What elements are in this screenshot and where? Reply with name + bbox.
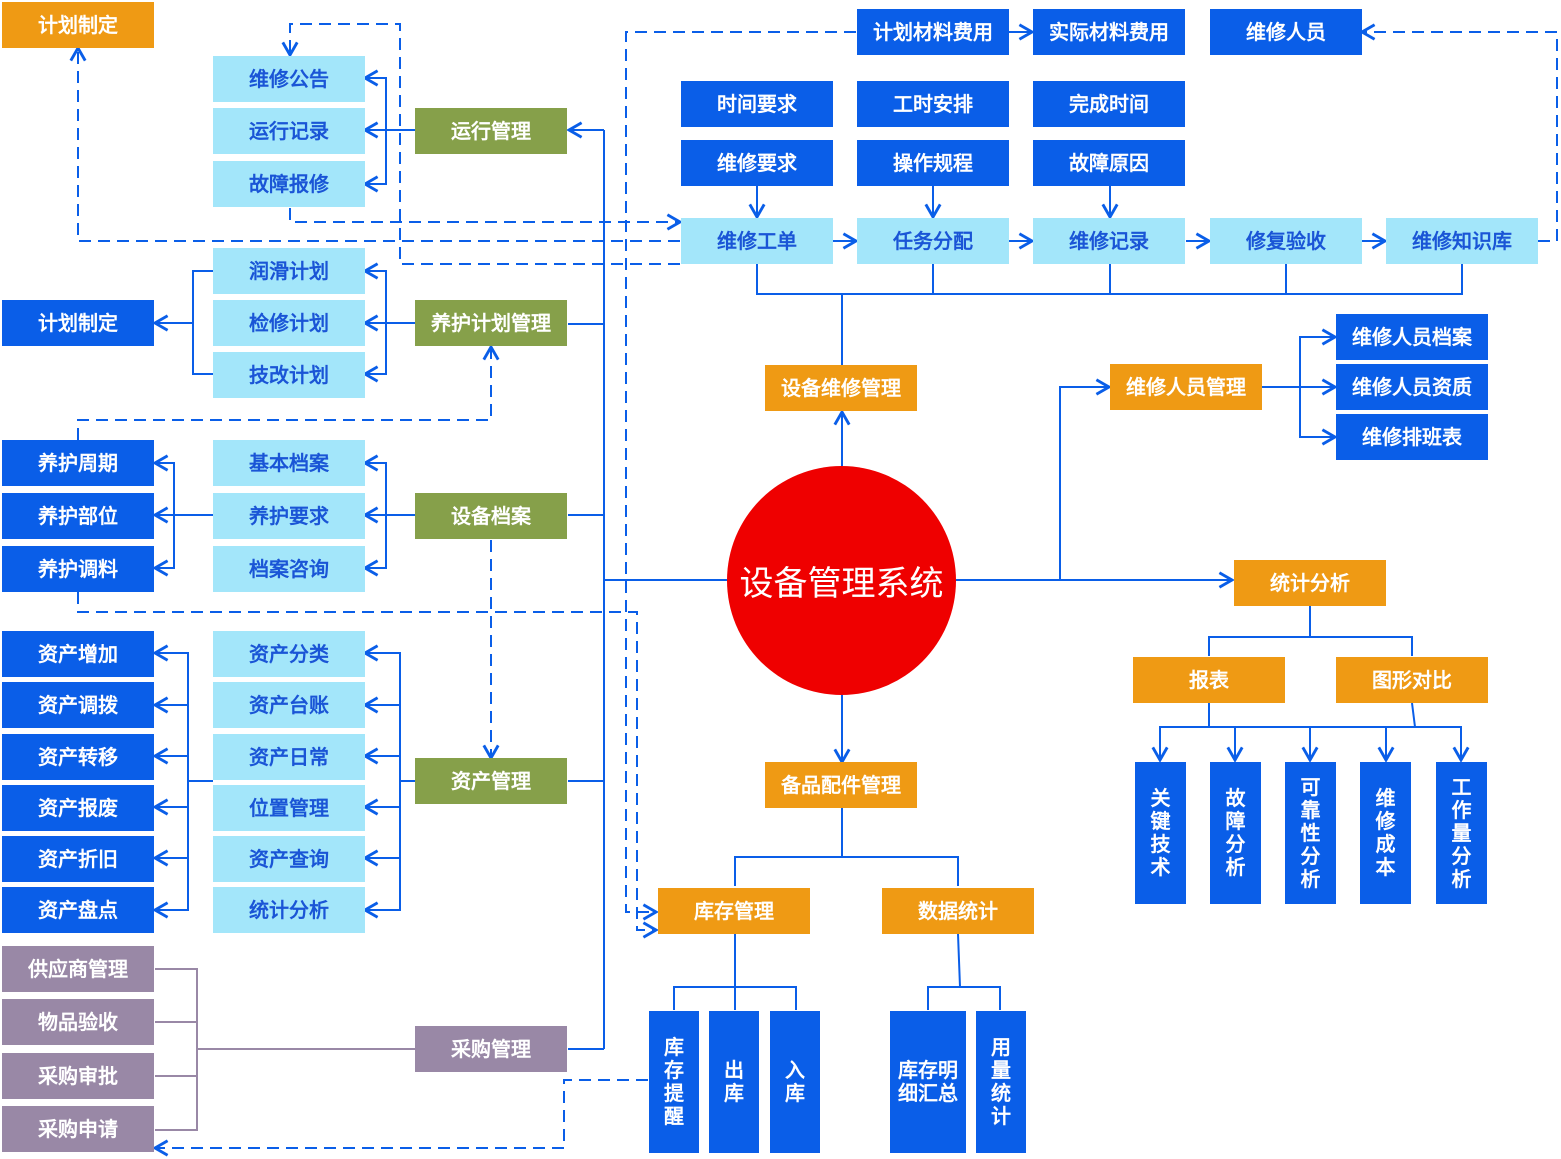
req-finish[interactable]: 完成时间 bbox=[1033, 81, 1185, 127]
asset-item-daily[interactable]: 资产日常 bbox=[213, 734, 365, 780]
asset-left-scrap[interactable]: 资产报废 bbox=[2, 785, 154, 831]
req-repair[interactable]: 维修要求 bbox=[681, 140, 833, 186]
repair-mgmt-node[interactable]: 设备维修管理 bbox=[765, 365, 917, 411]
asset-left-alloc[interactable]: 资产调拨 bbox=[2, 682, 154, 728]
asset-left-count[interactable]: 资产盘点 bbox=[2, 887, 154, 933]
flow-knowledge[interactable]: 维修知识库 bbox=[1386, 218, 1538, 264]
asset-item-location[interactable]: 位置管理 bbox=[213, 785, 365, 831]
asset-item-class[interactable]: 资产分类 bbox=[213, 631, 365, 677]
flow-assign[interactable]: 任务分配 bbox=[857, 218, 1009, 264]
staff-qualification[interactable]: 维修人员资质 bbox=[1336, 364, 1488, 410]
stats-leaf-workload[interactable]: 工作量分析 bbox=[1436, 762, 1487, 904]
data-leaf-detail[interactable]: 库存明细汇总 bbox=[890, 1011, 966, 1153]
purchase-left-approve[interactable]: 采购审批 bbox=[2, 1053, 154, 1099]
flow-workorder[interactable]: 维修工单 bbox=[681, 218, 833, 264]
run-item-notice[interactable]: 维修公告 bbox=[213, 56, 365, 102]
stats-leaf-keytech[interactable]: 关键技术 bbox=[1135, 762, 1186, 904]
inv-leaf-out[interactable]: 出库 bbox=[709, 1011, 759, 1153]
run-mgmt-node[interactable]: 运行管理 bbox=[415, 108, 567, 154]
archive-item-require[interactable]: 养护要求 bbox=[213, 493, 365, 539]
stats-compare[interactable]: 图形对比 bbox=[1336, 657, 1488, 703]
archive-left-material[interactable]: 养护调料 bbox=[2, 546, 154, 592]
inv-leaf-remind[interactable]: 库存提醒 bbox=[649, 1011, 699, 1153]
stats-node[interactable]: 统计分析 bbox=[1234, 560, 1386, 606]
run-item-record[interactable]: 运行记录 bbox=[213, 108, 365, 154]
asset-item-stats[interactable]: 统计分析 bbox=[213, 887, 365, 933]
asset-item-query[interactable]: 资产查询 bbox=[213, 836, 365, 882]
inventory-node[interactable]: 库存管理 bbox=[658, 888, 810, 934]
run-item-fault[interactable]: 故障报修 bbox=[213, 161, 365, 207]
archive-left-cycle[interactable]: 养护周期 bbox=[2, 440, 154, 486]
purchase-left-supplier[interactable]: 供应商管理 bbox=[2, 946, 154, 992]
purchase-left-apply[interactable]: 采购申请 bbox=[2, 1106, 154, 1152]
asset-left-transfer[interactable]: 资产转移 bbox=[2, 734, 154, 780]
asset-node[interactable]: 资产管理 bbox=[415, 758, 567, 804]
req-cause[interactable]: 故障原因 bbox=[1033, 140, 1185, 186]
stats-leaf-cost[interactable]: 维修成本 bbox=[1360, 762, 1411, 904]
archive-left-part[interactable]: 养护部位 bbox=[2, 493, 154, 539]
maint-plan-node[interactable]: 养护计划管理 bbox=[415, 300, 567, 346]
req-time[interactable]: 时间要求 bbox=[681, 81, 833, 127]
staff-mgmt-node[interactable]: 维修人员管理 bbox=[1110, 364, 1262, 410]
maint-item-lube[interactable]: 润滑计划 bbox=[213, 248, 365, 294]
stats-report[interactable]: 报表 bbox=[1133, 657, 1285, 703]
purchase-node[interactable]: 采购管理 bbox=[415, 1026, 567, 1072]
flow-record[interactable]: 维修记录 bbox=[1033, 218, 1185, 264]
maint-item-tech[interactable]: 技改计划 bbox=[213, 352, 365, 398]
repair-staff[interactable]: 维修人员 bbox=[1210, 9, 1362, 55]
maint-item-overhaul[interactable]: 检修计划 bbox=[213, 300, 365, 346]
spare-mgmt-node[interactable]: 备品配件管理 bbox=[765, 762, 917, 808]
cost-actual[interactable]: 实际材料费用 bbox=[1033, 9, 1185, 55]
plan-make-top[interactable]: 计划制定 bbox=[2, 2, 154, 48]
stats-leaf-fault[interactable]: 故障分析 bbox=[1210, 762, 1261, 904]
staff-archive[interactable]: 维修人员档案 bbox=[1336, 314, 1488, 360]
staff-schedule[interactable]: 维修排班表 bbox=[1336, 414, 1488, 460]
cost-planned[interactable]: 计划材料费用 bbox=[857, 9, 1009, 55]
asset-left-add[interactable]: 资产增加 bbox=[2, 631, 154, 677]
req-procedure[interactable]: 操作规程 bbox=[857, 140, 1009, 186]
archive-item-basic[interactable]: 基本档案 bbox=[213, 440, 365, 486]
flow-accept[interactable]: 修复验收 bbox=[1210, 218, 1362, 264]
plan-make-left[interactable]: 计划制定 bbox=[2, 300, 154, 346]
center-system[interactable]: 设备管理系统 bbox=[727, 466, 956, 695]
archive-node[interactable]: 设备档案 bbox=[415, 493, 567, 539]
archive-item-consult[interactable]: 档案咨询 bbox=[213, 546, 365, 592]
inv-leaf-in[interactable]: 入库 bbox=[770, 1011, 820, 1153]
asset-left-depr[interactable]: 资产折旧 bbox=[2, 836, 154, 882]
purchase-left-accept[interactable]: 物品验收 bbox=[2, 999, 154, 1045]
data-leaf-usage[interactable]: 用量统计 bbox=[976, 1011, 1026, 1153]
req-hours[interactable]: 工时安排 bbox=[857, 81, 1009, 127]
stats-leaf-reliability[interactable]: 可靠性分析 bbox=[1285, 762, 1336, 904]
asset-item-ledger[interactable]: 资产台账 bbox=[213, 682, 365, 728]
datastats-node[interactable]: 数据统计 bbox=[882, 888, 1034, 934]
